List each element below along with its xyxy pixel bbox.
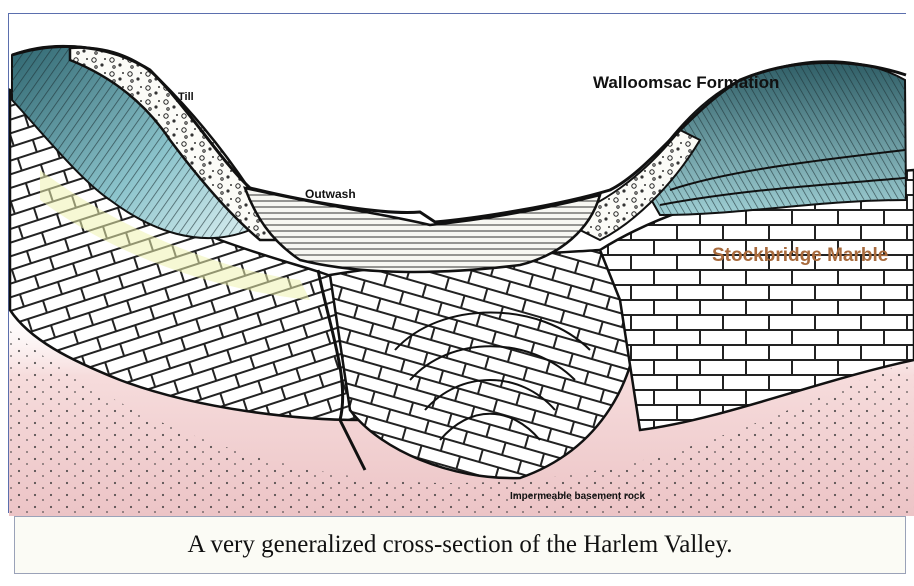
label-basement: Impermeable basement rock [510,491,645,502]
label-walloomsac: Walloomsac Formation [593,73,779,92]
caption-box: A very generalized cross-section of the … [14,516,906,574]
figure-caption: A very generalized cross-section of the … [15,531,905,559]
label-till: Till [178,91,194,103]
label-outwash: Outwash [305,187,356,201]
label-stockbridge: Stockbridge Marble [712,245,888,266]
